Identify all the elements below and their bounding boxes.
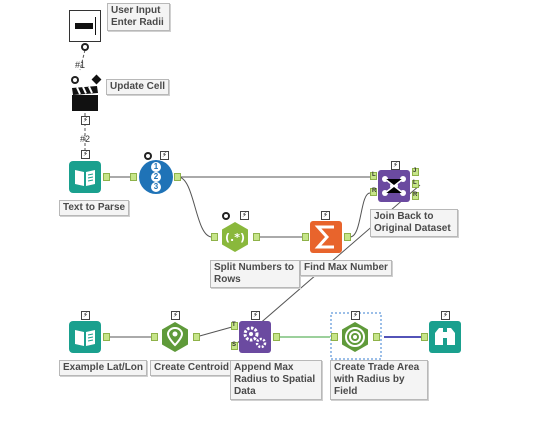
record-id-input-anchor[interactable]	[130, 173, 137, 181]
trade-area-bolt-icon: ⚡	[351, 311, 360, 320]
record-id-tool[interactable]: 1 2 3	[139, 160, 173, 194]
trade-area-output-anchor[interactable]	[373, 333, 380, 341]
regex-icon: (.*)	[222, 222, 248, 252]
append-label: Append Max Radius to Spatial Data	[230, 360, 322, 400]
split-numbers-label: Split Numbers to Rows	[210, 260, 300, 288]
map-pin-icon	[162, 322, 188, 352]
text-box-icon	[75, 23, 93, 29]
text-to-parse-output-anchor[interactable]	[103, 173, 110, 181]
connection-recordid-split	[177, 176, 213, 238]
connection-centroid-append	[195, 326, 233, 338]
example-latlon-tool[interactable]	[69, 321, 101, 353]
text-to-parse-bolt-icon: ⚡	[81, 150, 90, 159]
split-config-badge	[222, 212, 230, 220]
record-id-number-3: 3	[151, 182, 161, 192]
find-max-input-anchor[interactable]	[302, 233, 309, 241]
join-icon	[382, 176, 406, 196]
user-input-tool[interactable]	[69, 10, 101, 42]
join-bolt-icon: ⚡	[391, 161, 400, 170]
join-output-j-tag: J	[413, 168, 417, 174]
text-to-parse-tool[interactable]	[69, 161, 101, 193]
clapperboard-icon	[72, 86, 98, 111]
split-bolt-icon: ⚡	[240, 211, 249, 220]
append-source-tag: S	[232, 342, 237, 348]
book-icon	[75, 330, 95, 346]
join-tool[interactable]	[378, 170, 410, 202]
find-max-tool[interactable]	[310, 221, 342, 253]
append-target-tag: T	[232, 322, 236, 328]
connection-userinput-updatecell	[79, 49, 86, 71]
find-max-output-anchor[interactable]	[344, 233, 351, 241]
gears-icon	[243, 326, 267, 349]
find-max-label: Find Max Number	[300, 260, 392, 276]
update-cell-label: Update Cell	[106, 79, 170, 95]
join-output-l-anchor[interactable]	[412, 180, 419, 188]
centroid-output-anchor[interactable]	[193, 333, 200, 341]
find-max-bolt-icon: ⚡	[321, 211, 330, 220]
update-cell-bolt-icon: ⚡	[81, 116, 90, 125]
join-right-input-anchor[interactable]	[370, 188, 377, 196]
join-output-l-tag: L	[413, 180, 417, 186]
append-source-anchor[interactable]	[231, 342, 238, 350]
user-input-label: User Input Enter Radii	[107, 3, 170, 31]
latlon-label: Example Lat/Lon	[59, 360, 148, 376]
user-input-config-badge	[81, 43, 89, 51]
join-left-tag: L	[372, 172, 376, 178]
record-id-number-2: 2	[151, 172, 161, 182]
record-id-output-anchor[interactable]	[174, 173, 181, 181]
centroid-bolt-icon: ⚡	[171, 311, 180, 320]
create-centroid-tool[interactable]	[159, 321, 191, 353]
update-cell-tool[interactable]	[71, 86, 99, 112]
book-icon	[75, 170, 95, 186]
trade-area-label: Create Trade Area with Radius by Field	[330, 360, 428, 400]
split-numbers-tool[interactable]: (.*)	[219, 221, 251, 253]
join-output-j-anchor[interactable]	[412, 168, 419, 176]
binoculars-icon	[435, 328, 455, 345]
connection-label-1: #1	[75, 60, 86, 70]
connection-findmax-join	[349, 192, 371, 238]
centroid-input-anchor[interactable]	[151, 333, 158, 341]
append-output-anchor[interactable]	[273, 333, 280, 341]
text-to-parse-label: Text to Parse	[59, 200, 130, 216]
join-left-input-anchor[interactable]	[370, 172, 377, 180]
append-target-anchor[interactable]	[231, 322, 238, 330]
svg-text:(.*): (.*)	[225, 231, 245, 244]
centroid-label: Create Centroid	[150, 360, 234, 376]
split-output-anchor[interactable]	[253, 233, 260, 241]
record-id-config-badge	[144, 152, 152, 160]
append-bolt-icon: ⚡	[251, 311, 260, 320]
browse-tool[interactable]	[429, 321, 461, 353]
text-cursor-icon	[95, 17, 96, 35]
trade-area-input-anchor[interactable]	[331, 333, 338, 341]
record-id-number-1: 1	[151, 162, 161, 172]
latlon-bolt-icon: ⚡	[81, 311, 90, 320]
browse-input-anchor[interactable]	[421, 333, 428, 341]
append-tool[interactable]	[239, 321, 271, 353]
join-label: Join Back to Original Dataset	[370, 209, 458, 237]
connection-label-2: #2	[80, 134, 91, 144]
target-icon	[342, 322, 368, 352]
browse-bolt-icon: ⚡	[441, 311, 450, 320]
sigma-icon	[314, 225, 334, 249]
join-right-tag: R	[372, 188, 377, 194]
latlon-output-anchor[interactable]	[103, 333, 110, 341]
split-input-anchor[interactable]	[211, 233, 218, 241]
join-output-r-tag: R	[413, 192, 418, 198]
trade-area-tool[interactable]	[339, 321, 371, 353]
join-output-r-anchor[interactable]	[412, 192, 419, 200]
update-cell-config-badge	[71, 76, 79, 84]
record-id-bolt-icon: ⚡	[160, 151, 169, 160]
